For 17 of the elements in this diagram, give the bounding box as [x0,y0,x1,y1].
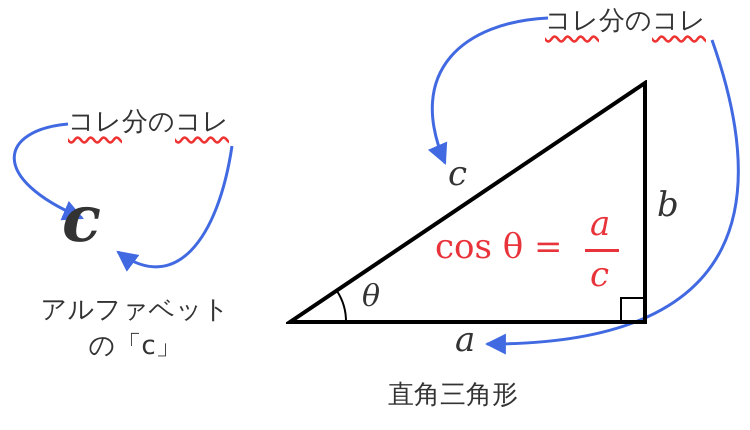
side-label: c [448,156,468,192]
curved-arrow [428,16,548,165]
right-triangle [286,80,650,326]
phrase-label: コレ分のコレ [68,104,229,139]
denominator: c [590,256,610,294]
node-label: アルファベットの「c」 [40,294,230,363]
letter-symbol: c [62,188,101,252]
caption: 直角三角形 [388,380,518,410]
numerator: a [590,205,610,243]
side-label: b [657,186,679,224]
side-label: a [455,322,476,358]
curved-arrow [12,122,84,220]
phrase-label: コレ分のコレ [545,3,706,38]
curved-arrow [484,40,740,354]
formula: cos θ = [435,228,563,266]
angle-label: θ [362,280,380,314]
curved-arrow [116,146,234,271]
